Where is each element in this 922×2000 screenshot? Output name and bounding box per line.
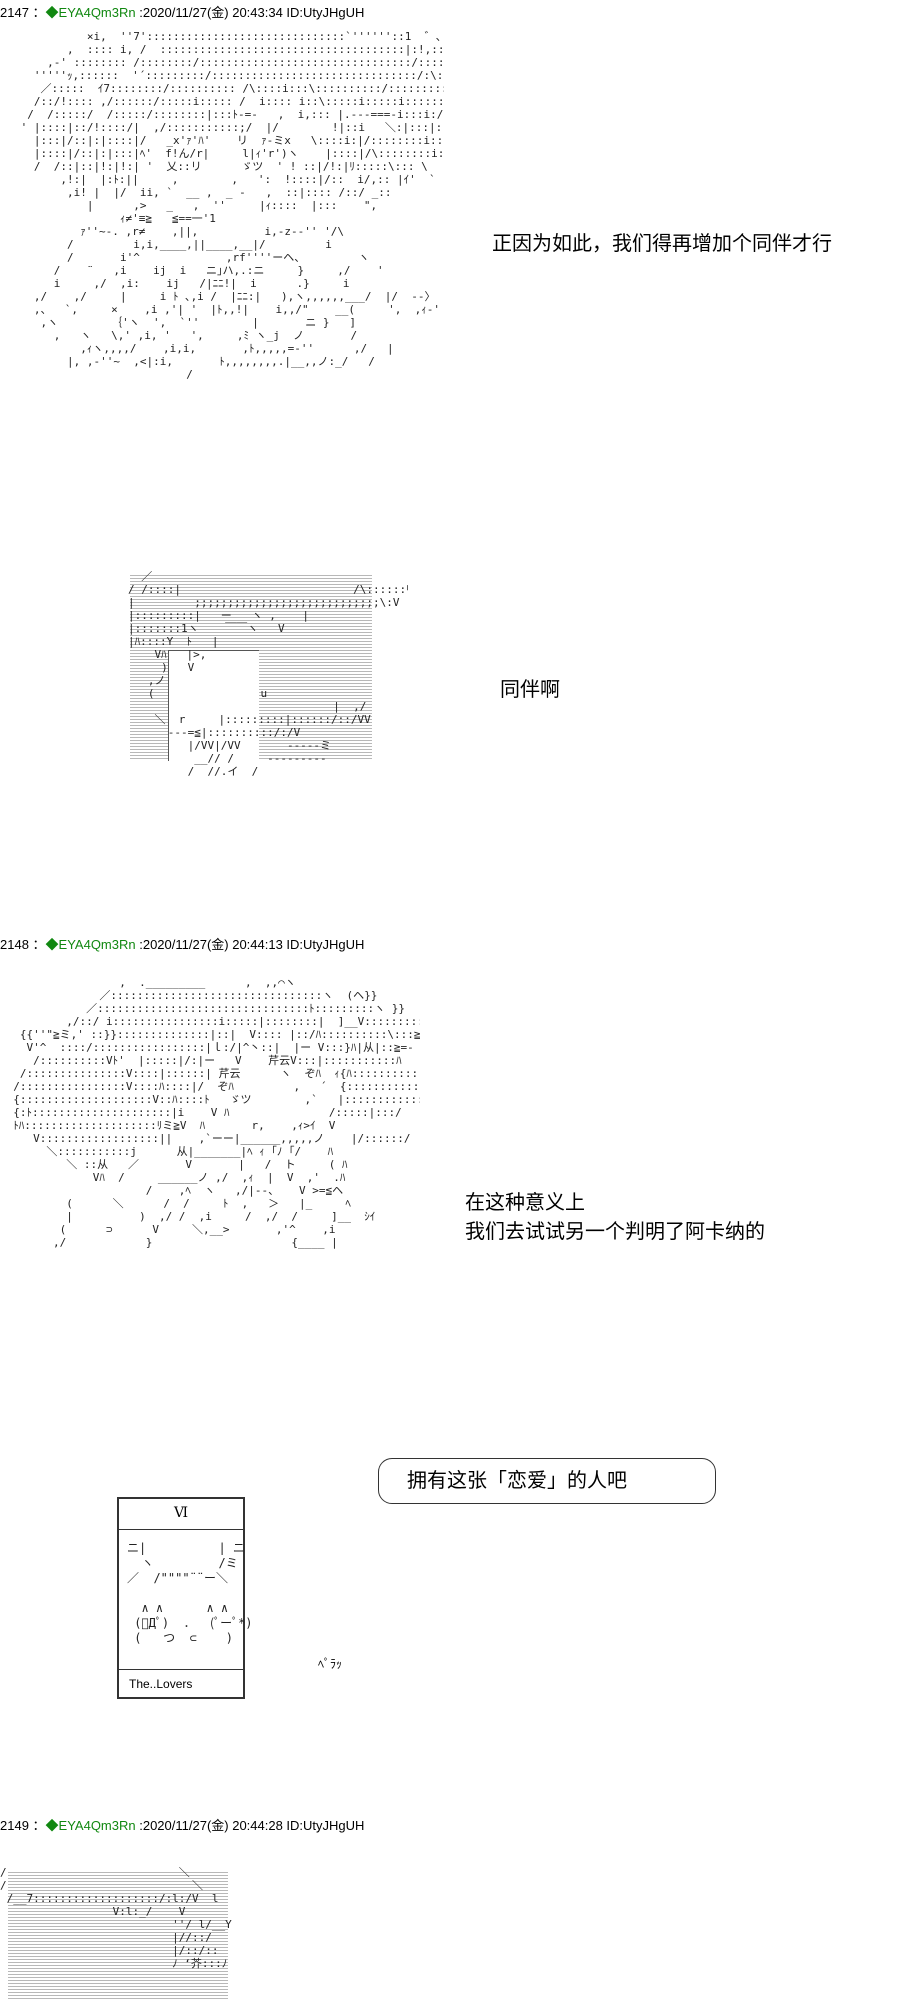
dialog-line: 同伴啊: [500, 677, 560, 701]
dialog-line: 在这种意义上: [465, 1190, 585, 1214]
post-header-2147: 2147 ：◆EYA4Qm3Rn :2020/11/27(金) 20:43:34…: [0, 2, 364, 21]
card-name: The..Lovers: [129, 1677, 193, 1691]
dialog-line: 正因为如此，我们得再增加个同伴才行: [492, 231, 832, 255]
card-divider: [119, 1529, 243, 1530]
post-header-2149: 2149 ：◆EYA4Qm3Rn :2020/11/27(金) 20:44:28…: [0, 1815, 364, 1834]
card-numeral: Ⅵ: [173, 1505, 189, 1521]
post-number: 2147: [0, 5, 29, 20]
post-header-2148: 2148 ：◆EYA4Qm3Rn :2020/11/27(金) 20:44:13…: [0, 934, 364, 953]
author-tripcode[interactable]: ◆EYA4Qm3Rn: [45, 1818, 136, 1833]
sound-effect: ﾍﾟﾗｯ: [318, 1657, 343, 1671]
author-tripcode[interactable]: ◆EYA4Qm3Rn: [45, 5, 136, 20]
card-divider: [119, 1669, 243, 1670]
post-separator: ：: [28, 5, 46, 20]
post-number: 2149: [0, 1818, 29, 1833]
author-tripcode[interactable]: ◆EYA4Qm3Rn: [45, 937, 136, 952]
post-number: 2148: [0, 937, 29, 952]
post-meta: :2020/11/27(金) 20:44:28 ID:UtyJHgUH: [135, 1818, 365, 1833]
card-artwork: ニ| | ニ ヽ /ミ ／ /""""¨¨ー＼ ∧ ∧ ∧ ∧ (ﾟДﾟ) ． …: [127, 1541, 253, 1645]
post-separator: ：: [28, 1818, 46, 1833]
tarot-card-lovers: Ⅵ ニ| | ニ ヽ /ミ ／ /""""¨¨ー＼ ∧ ∧ ∧ ∧ (ﾟДﾟ) …: [117, 1497, 253, 1699]
ascii-art-character-1: ×i, ''7'::::::::::::::::::::::::::::::`'…: [20, 30, 444, 381]
post-separator: ：: [28, 937, 46, 952]
speech-bubble: 拥有这张「恋爱」的人吧: [378, 1458, 716, 1504]
post-meta: :2020/11/27(金) 20:43:34 ID:UtyJHgUH: [135, 5, 365, 20]
speech-bubble-text: 拥有这张「恋爱」的人吧: [407, 1468, 627, 1492]
dialog-line: 我们去试试另一个判明了阿卡纳的: [465, 1219, 765, 1243]
ascii-art-character-3: , ._________ , ,,⌒ヽ ／:::::::::::::::::::…: [13, 976, 420, 1249]
post-meta: :2020/11/27(金) 20:44:13 ID:UtyJHgUH: [135, 937, 365, 952]
